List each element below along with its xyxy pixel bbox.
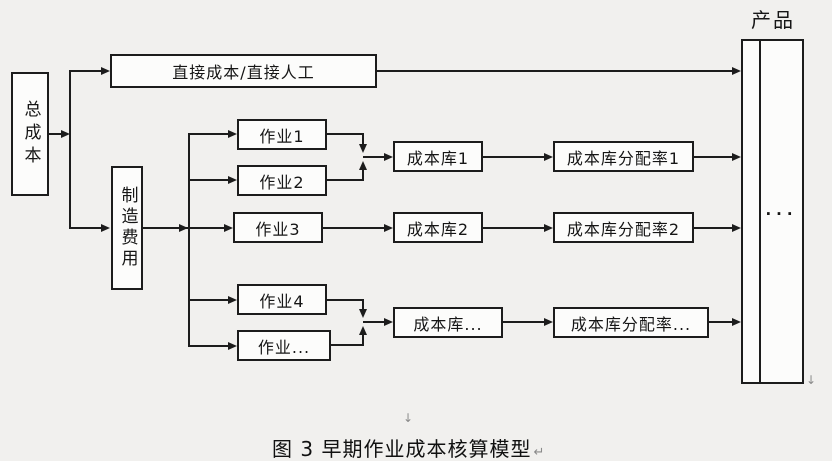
line-break-mark: ↵ — [533, 445, 546, 460]
activity-4-box: 作业4 — [237, 284, 327, 315]
pool-rate-etc-label: 成本库分配率... — [570, 314, 692, 334]
pool-rate-2-box: 成本库分配率2 — [553, 212, 694, 243]
activity-3-label: 作业3 — [255, 219, 301, 239]
product-title: 产品 — [751, 8, 795, 32]
pool-rate-1-label: 成本库分配率1 — [566, 148, 681, 168]
cost-pool-2-box: 成本库2 — [393, 212, 483, 243]
total-cost-label: 总成本 — [20, 99, 41, 169]
product-ellipsis: ... — [765, 201, 798, 219]
cost-pool-1-label: 成本库1 — [406, 148, 470, 168]
product-box: ... — [741, 39, 804, 384]
mfg-overhead-box: 制造费用 — [111, 166, 143, 290]
cost-pool-etc-label: 成本库... — [413, 314, 483, 334]
figure-caption: 图 3 早期作业成本核算模型↵ — [272, 433, 545, 461]
activity-2-box: 作业2 — [237, 165, 327, 196]
cost-pool-etc-box: 成本库... — [393, 307, 503, 338]
activity-1-box: 作业1 — [237, 119, 327, 150]
cost-pool-1-box: 成本库1 — [393, 141, 483, 172]
activity-3-box: 作业3 — [233, 212, 323, 243]
mfg-overhead-label: 制造费用 — [117, 186, 138, 270]
figure-caption-text: 图 3 早期作业成本核算模型 — [272, 437, 532, 461]
direct-cost-label: 直接成本/直接人工 — [172, 63, 315, 82]
total-cost-box: 总成本 — [11, 72, 49, 196]
pool-rate-etc-box: 成本库分配率... — [553, 307, 709, 338]
direct-cost-box: 直接成本/直接人工 — [110, 54, 377, 88]
pool-rate-1-box: 成本库分配率1 — [553, 141, 694, 172]
pool-rate-2-label: 成本库分配率2 — [566, 219, 681, 239]
activity-2-label: 作业2 — [259, 172, 305, 192]
cost-pool-2-label: 成本库2 — [406, 219, 470, 239]
activity-1-label: 作业1 — [259, 126, 305, 146]
down-arrow-mark: ↓ — [806, 373, 817, 387]
activity-etc-label: 作业... — [257, 337, 311, 357]
product-column-divider — [759, 41, 761, 382]
activity-4-label: 作业4 — [259, 291, 305, 311]
paragraph-mark: ↓ — [403, 411, 414, 425]
activity-etc-box: 作业... — [237, 330, 331, 361]
